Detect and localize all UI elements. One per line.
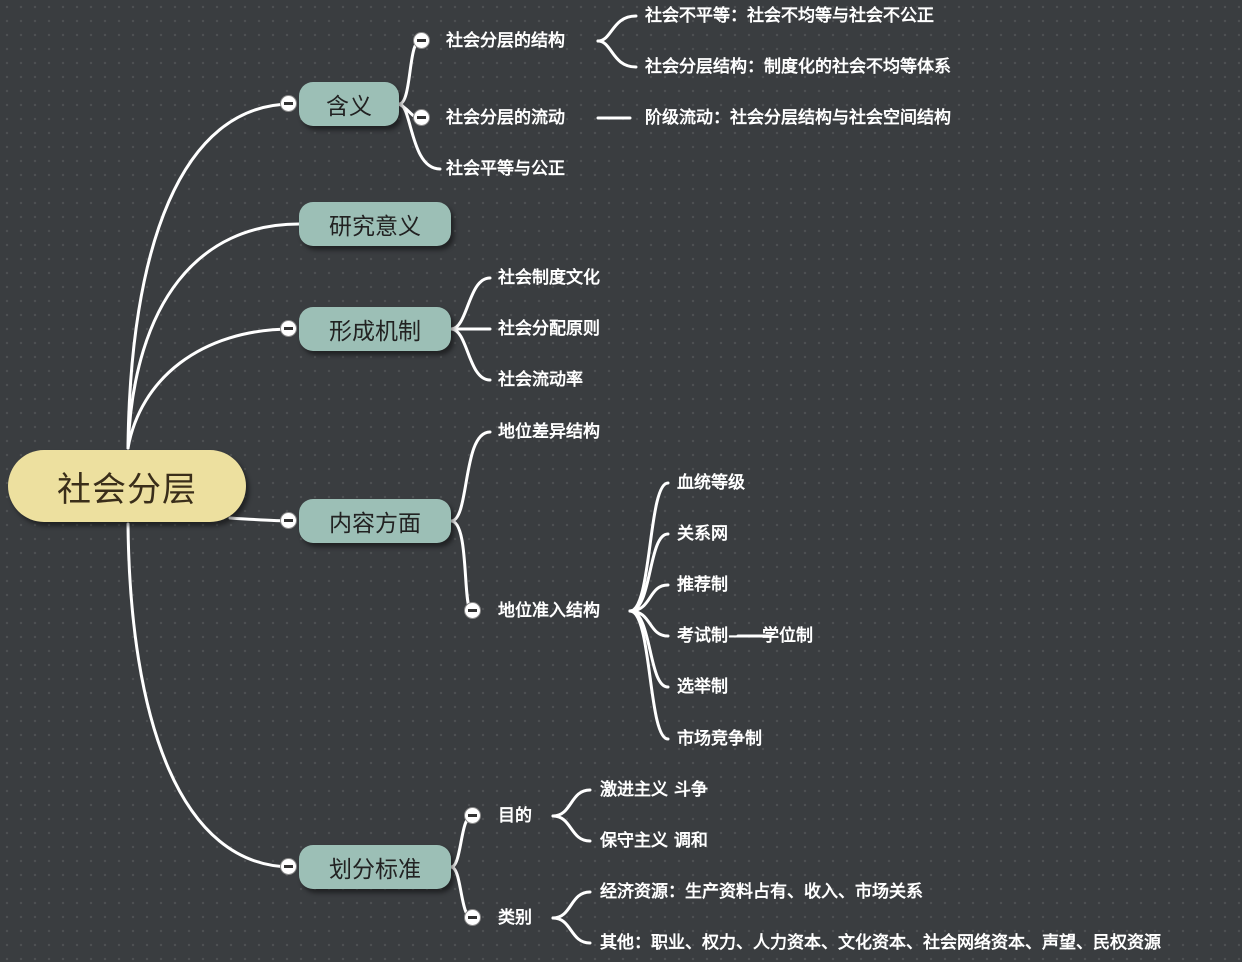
collapse-liudong-icon[interactable] [414, 110, 429, 125]
leaf-jiegou-1[interactable]: 社会不平等：社会不均等与社会不公正 [645, 6, 934, 26]
leaf-leibie-1[interactable]: 经济资源：生产资料占有、收入、市场关系 [600, 882, 923, 902]
link-zhunru-6 [628, 609, 670, 741]
link-neirong-zhunru [449, 519, 474, 613]
leaf-jizhi-3[interactable]: 社会流动率 [498, 370, 583, 390]
link-jizhi-1 [449, 276, 492, 331]
link-root-hanyi [126, 102, 294, 450]
leaf-leibie-2[interactable]: 其他：职业、权力、人力资本、文化资本、社会网络资本、声望、民权资源 [600, 933, 1161, 953]
leaf-zhunru-3[interactable]: 推荐制 [677, 575, 728, 595]
collapse-hanyi-icon[interactable] [281, 96, 296, 111]
leaf-liudong-1[interactable]: 阶级流动：社会分层结构与社会空间结构 [645, 108, 951, 128]
subtopic-leibie[interactable]: 类别 [498, 908, 532, 928]
leaf-zhunru-2[interactable]: 关系网 [677, 524, 728, 544]
leaf-mudi-1[interactable]: 激进主义 斗争 [600, 780, 708, 800]
leaf-jizhi-1[interactable]: 社会制度文化 [498, 268, 600, 288]
link-hanyi-pingdeng [397, 102, 442, 171]
collapse-jizhi-icon[interactable] [281, 321, 296, 336]
link-zhunru-2 [628, 532, 670, 613]
link-mudi-1 [551, 788, 592, 818]
link-root-yiyi [126, 222, 301, 450]
leaf-zhunru-6[interactable]: 市场竞争制 [677, 729, 762, 749]
link-mudi-2 [551, 814, 592, 843]
topic-neirong-fangmian[interactable]: 内容方面 [299, 499, 451, 543]
leaf-zhunru-5[interactable]: 选举制 [677, 677, 728, 697]
leaf-jizhi-2[interactable]: 社会分配原则 [498, 319, 600, 339]
link-jiegou-2 [596, 39, 638, 69]
link-zhunru-1 [628, 481, 670, 613]
collapse-neirong-icon[interactable] [281, 513, 296, 528]
subtopic-mudi[interactable]: 目的 [498, 806, 532, 826]
topic-yanjiu-yiyi[interactable]: 研究意义 [299, 202, 451, 246]
topic-huafen-biaozhun[interactable]: 划分标准 [299, 845, 451, 889]
collapse-jiegou-icon[interactable] [414, 33, 429, 48]
link-jiegou-1 [596, 14, 638, 43]
leaf-jiegou-2[interactable]: 社会分层结构：制度化的社会不均等体系 [645, 57, 951, 77]
subtopic-jiegou[interactable]: 社会分层的结构 [446, 31, 565, 51]
link-neirong-chayi [449, 430, 492, 523]
link-leibie-2 [551, 916, 592, 945]
subtopic-chayi[interactable]: 地位差异结构 [498, 422, 600, 442]
subtopic-zhunru[interactable]: 地位准入结构 [498, 601, 600, 621]
subtopic-liudong[interactable]: 社会分层的流动 [446, 108, 565, 128]
collapse-mudi-icon[interactable] [465, 808, 480, 823]
link-root-jizhi [126, 327, 294, 450]
collapse-biaozhun-icon[interactable] [281, 859, 296, 874]
link-hanyi-jiegou [397, 39, 422, 106]
subtopic-pingdeng[interactable]: 社会平等与公正 [446, 159, 565, 179]
link-jizhi-3 [449, 327, 492, 382]
leaf-zhunru-1[interactable]: 血统等级 [677, 473, 745, 493]
topic-xingcheng-jizhi[interactable]: 形成机制 [299, 307, 451, 351]
leaf-mudi-2[interactable]: 保守主义 调和 [600, 831, 708, 851]
root-topic[interactable]: 社会分层 [8, 450, 246, 522]
collapse-leibie-icon[interactable] [465, 910, 480, 925]
link-leibie-1 [551, 890, 592, 920]
link-biaozhun-mudi [449, 814, 474, 869]
topic-hanyi[interactable]: 含义 [299, 82, 399, 126]
link-root-biaozhun [126, 522, 294, 869]
leaf-zhunru-4[interactable]: 考试制——学位制 [677, 626, 813, 646]
collapse-zhunru-icon[interactable] [465, 603, 480, 618]
